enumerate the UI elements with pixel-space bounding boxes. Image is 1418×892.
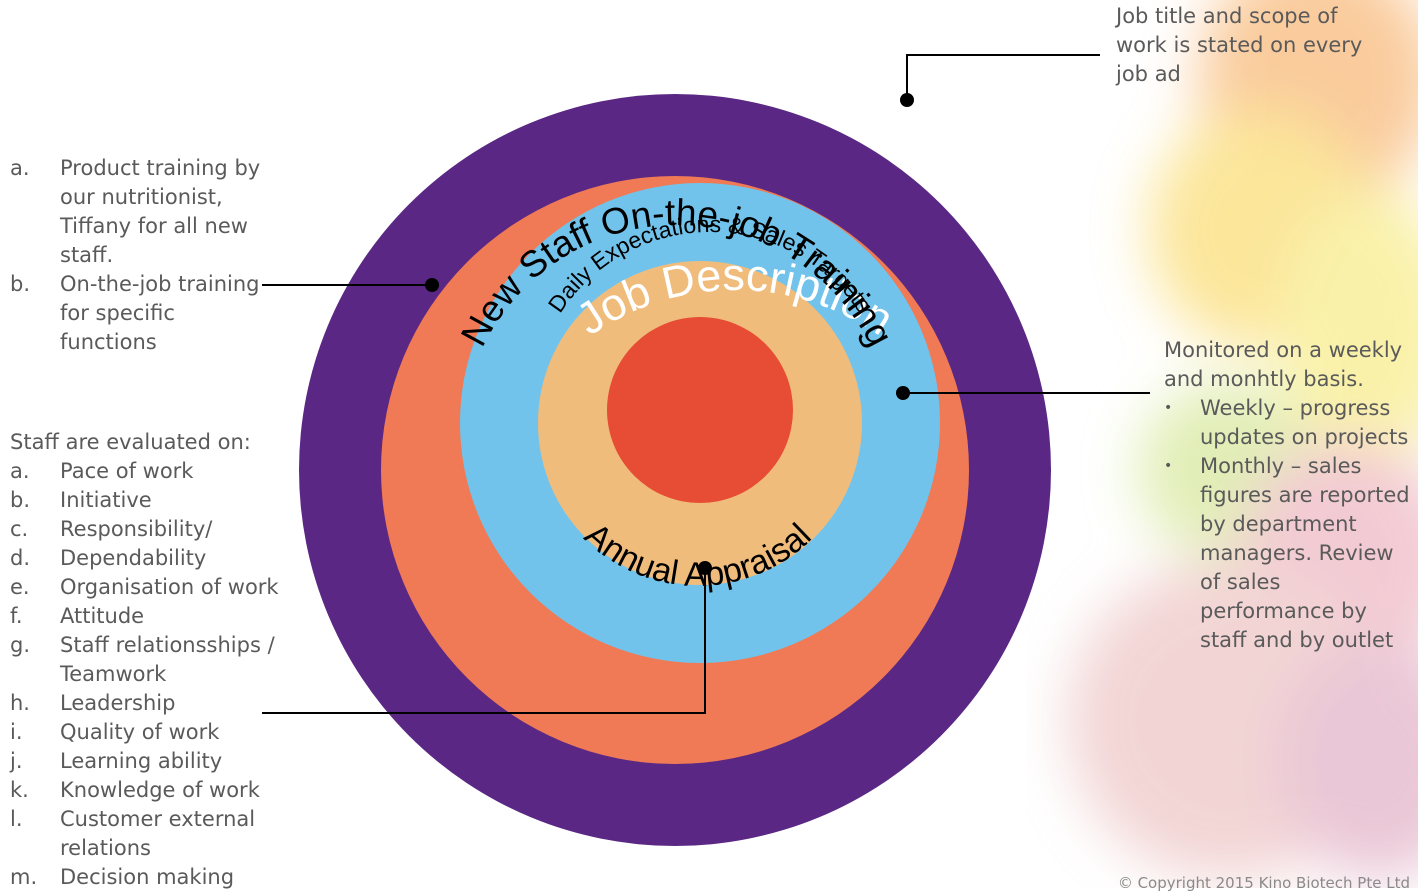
criteria-item: f. Attitude [10, 602, 310, 631]
criteria-text: Knowledge of work [60, 778, 260, 802]
job-description-note: Job title and scope of work is stated on… [1116, 4, 1363, 86]
criteria-text: Customer external relations [60, 807, 256, 860]
criteria-item: j. Learning ability [10, 747, 310, 776]
criteria-text: Leadership [60, 691, 176, 715]
criteria-label: m. [10, 865, 38, 889]
criteria-text: Dependability [60, 546, 207, 570]
criteria-item: g. Staff relationsships / Teamwork [10, 631, 292, 689]
training-note-item: a. Product training by our nutritionist,… [10, 154, 275, 270]
monitoring-section: Monitored on a weekly and monhtly basis.… [1164, 336, 1412, 655]
monitoring-point-text: Monthly – sales figures are reported by … [1200, 454, 1410, 652]
criteria-label: f. [10, 604, 23, 628]
training-notes: a. Product training by our nutritionist,… [10, 154, 275, 357]
criteria-label: i. [10, 720, 23, 744]
criteria-text: Initiative [60, 488, 152, 512]
background-swirl [1068, 0, 1418, 880]
criteria-item: b. Initiative [10, 486, 310, 515]
connector-dot-appraisal [698, 561, 712, 575]
criteria-item: l. Customer external relations [10, 805, 290, 863]
appraisal-section: Staff are evaluated on: a. Pace of work b… [10, 428, 310, 892]
criteria-item: m. Decision making [10, 863, 310, 892]
criteria-item: i. Quality of work [10, 718, 310, 747]
connector-job-description [906, 54, 1100, 100]
criteria-item: a. Pace of work [10, 457, 310, 486]
copyright-notice: © Copyright 2015 Kino Biotech Pte Ltd [1117, 874, 1410, 892]
appraisal-intro: Staff are evaluated on: [10, 430, 251, 454]
monitoring-point: • Monthly – sales figures are reported by… [1164, 452, 1412, 655]
criteria-label: c. [10, 517, 29, 541]
monitoring-points: • Weekly – progress updates on projects •… [1164, 394, 1412, 655]
training-note-text: Product training by our nutritionist, Ti… [60, 156, 261, 267]
training-note-label: b. [10, 272, 31, 296]
criteria-label: g. [10, 633, 31, 657]
criteria-text: Learning ability [60, 749, 223, 773]
connector-dot-job-description [900, 93, 914, 107]
criteria-label: l. [10, 807, 23, 831]
core-circle [607, 317, 793, 503]
connector-dot-daily-expectations [896, 386, 910, 400]
criteria-text: Quality of work [60, 720, 220, 744]
appraisal-criteria-list: a. Pace of work b. Initiative c. Responsibi… [10, 457, 310, 892]
bullet-icon: • [1164, 458, 1173, 474]
criteria-item: h. Leadership [10, 689, 310, 718]
connector-dot-training [425, 278, 439, 292]
criteria-item: k. Knowledge of work [10, 776, 310, 805]
criteria-text: Organisation of work [60, 575, 279, 599]
criteria-text: Staff relationsships / Teamwork [60, 633, 275, 686]
criteria-text: Responsibility/ [60, 517, 213, 541]
training-note-text: On-the-job training for specific functio… [60, 272, 260, 354]
criteria-item: e. Organisation of work [10, 573, 310, 602]
criteria-label: a. [10, 459, 30, 483]
criteria-item: d. Dependability [10, 544, 310, 573]
criteria-label: j. [10, 749, 23, 773]
monitoring-point-text: Weekly – progress updates on projects [1200, 396, 1409, 449]
criteria-label: d. [10, 546, 31, 570]
criteria-label: e. [10, 575, 30, 599]
connector-appraisal [262, 568, 706, 714]
training-note-item: b. On-the-job training for specific func… [10, 270, 275, 357]
monitoring-intro: Monitored on a weekly and monhtly basis. [1164, 338, 1403, 391]
criteria-item: c. Responsibility/ [10, 515, 310, 544]
criteria-label: k. [10, 778, 29, 802]
criteria-text: Pace of work [60, 459, 194, 483]
bullet-icon: • [1164, 400, 1173, 416]
criteria-label: b. [10, 488, 31, 512]
monitoring-point: • Weekly – progress updates on projects [1164, 394, 1412, 452]
training-note-label: a. [10, 156, 30, 180]
criteria-text: Attitude [60, 604, 145, 628]
criteria-text: Decision making [60, 865, 235, 889]
criteria-label: h. [10, 691, 30, 715]
